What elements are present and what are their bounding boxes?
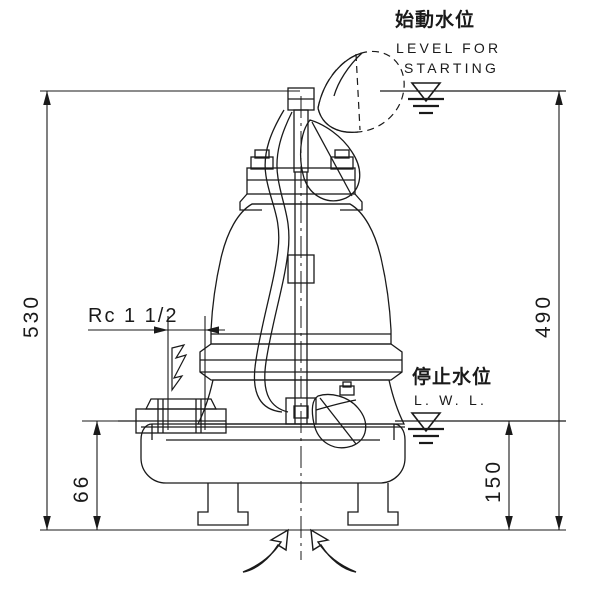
inlet-flow-arrow-left <box>242 528 289 573</box>
arrowhead-150-bottom <box>505 516 513 530</box>
port-callout-arrowheads <box>154 326 219 334</box>
start-level-en-line2: STARTING <box>404 60 499 76</box>
start-level-jp-label: 始動水位 <box>395 8 475 31</box>
start-level-en-line1: LEVEL FOR <box>396 40 501 56</box>
float-switch-upper-raised <box>317 50 405 133</box>
pump-mid-flange <box>199 343 403 381</box>
arrowhead-port-right <box>205 326 219 334</box>
inlet-flow-arrows <box>242 528 357 573</box>
arrowhead-66-top <box>93 421 101 435</box>
stop-level-en-line1: L. W. L. <box>414 392 487 408</box>
inlet-flow-arrow-right <box>310 528 357 573</box>
arrowhead-530-bottom <box>43 516 51 530</box>
stop-level-jp-label: 停止水位 <box>412 365 492 388</box>
pump-cable-gland <box>239 149 363 211</box>
dimension-label-66: 66 <box>70 474 93 503</box>
start-water-level-symbol <box>380 82 566 115</box>
arrowhead-port-left <box>154 326 168 334</box>
stop-water-level-symbol <box>395 412 566 445</box>
start-level-triangle-icon <box>410 82 442 103</box>
float-switch-lower <box>311 381 367 449</box>
dimension-label-150: 150 <box>482 459 505 503</box>
stop-level-triangle-icon <box>410 412 442 433</box>
pump-assembly <box>118 50 406 526</box>
pump-lifting-bracket <box>287 87 315 173</box>
float-switch-upper-hanging <box>299 119 361 202</box>
lower-float-cable <box>315 399 357 411</box>
float-switch-upper-raised-solid-part <box>317 52 363 133</box>
dimension-label-490: 490 <box>532 294 555 338</box>
pump-lower-chamber <box>196 379 406 425</box>
dimension-label-530: 530 <box>20 294 43 338</box>
start-level-hatch-icon <box>408 97 444 115</box>
dimension-arrowheads <box>43 91 563 530</box>
arrowhead-150-top <box>505 421 513 435</box>
pump-volute-casing <box>140 423 406 484</box>
pump-support-legs <box>197 483 399 526</box>
arrowhead-66-bottom <box>93 516 101 530</box>
arrowhead-530-top <box>43 91 51 105</box>
float-switch-cables <box>253 109 293 413</box>
arrowhead-490-top <box>555 91 563 105</box>
port-callout-dimension <box>88 316 225 430</box>
port-size-label: Rc 1 1/2 <box>88 305 178 327</box>
pump-discharge-flange <box>118 398 227 434</box>
stop-level-hatch-icon <box>408 427 444 445</box>
thread-callout-icon <box>171 344 188 392</box>
arrowhead-490-bottom <box>555 516 563 530</box>
